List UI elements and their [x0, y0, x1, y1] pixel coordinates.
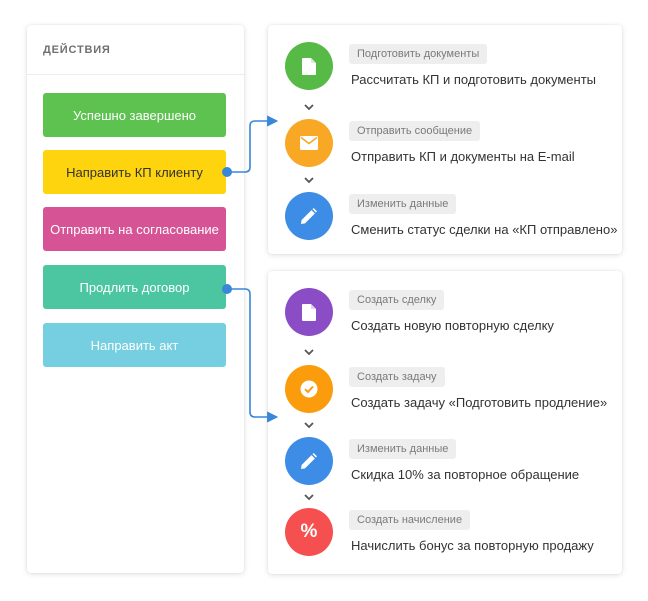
workflow-step: Подготовить документы Рассчитать КП и по… — [268, 42, 622, 102]
step-description: Создать новую повторную сделку — [351, 318, 554, 333]
workflow-panel-offer: Подготовить документы Рассчитать КП и по… — [268, 25, 622, 254]
step-tag[interactable]: Создать начисление — [349, 510, 471, 530]
step-description: Рассчитать КП и подготовить документы — [351, 72, 597, 87]
pencil-icon[interactable] — [285, 192, 333, 240]
chevron-down-icon — [304, 422, 314, 429]
workflow-step: Создать задачу Создать задачу «Подготови… — [268, 365, 622, 425]
step-tag[interactable]: Отправить сообщение — [349, 121, 481, 141]
workflow-step: % Создать начисление Начислить бонус за … — [268, 508, 622, 568]
workflow-step: Создать сделку Создать новую повторную с… — [268, 288, 622, 348]
action-button-send-approval[interactable]: Отправить на согласование — [43, 207, 226, 251]
pencil-icon[interactable] — [285, 437, 333, 485]
step-tag[interactable]: Создать сделку — [349, 290, 445, 310]
workflow-panel-extension: Создать сделку Создать новую повторную с… — [268, 271, 622, 574]
step-description: Сменить статус сделки на «КП отправлено» — [351, 222, 618, 237]
document-icon[interactable] — [285, 288, 333, 336]
action-button-completed[interactable]: Успешно завершено — [43, 93, 226, 137]
workflow-step: Изменить данные Скидка 10% за повторное … — [268, 437, 622, 497]
step-description: Отправить КП и документы на E-mail — [351, 149, 575, 164]
step-tag[interactable]: Подготовить документы — [349, 44, 488, 64]
chevron-down-icon — [304, 349, 314, 356]
step-description: Скидка 10% за повторное обращение — [351, 467, 580, 482]
checkmark-icon[interactable] — [285, 365, 333, 413]
step-description: Начислить бонус за повторную продажу — [351, 538, 594, 553]
step-tag[interactable]: Создать задачу — [349, 367, 445, 387]
chevron-down-icon — [304, 494, 314, 501]
actions-header: ДЕЙСТВИЯ — [27, 25, 244, 75]
action-button-send-offer[interactable]: Направить КП клиенту — [43, 150, 226, 194]
step-tag[interactable]: Изменить данные — [349, 439, 457, 459]
chevron-down-icon — [304, 104, 314, 111]
actions-panel: ДЕЙСТВИЯ Успешно завершено Направить КП … — [27, 25, 244, 573]
action-button-extend-contract[interactable]: Продлить договор — [43, 265, 226, 309]
document-icon[interactable] — [285, 42, 333, 90]
percent-glyph: % — [300, 521, 318, 542]
workflow-step: Отправить сообщение Отправить КП и докум… — [268, 119, 622, 179]
envelope-icon[interactable] — [285, 119, 333, 167]
chevron-down-icon — [304, 177, 314, 184]
step-description: Создать задачу «Подготовить продление» — [351, 395, 608, 410]
action-button-send-act[interactable]: Направить акт — [43, 323, 226, 367]
step-tag[interactable]: Изменить данные — [349, 194, 457, 214]
percent-icon[interactable]: % — [285, 508, 333, 556]
workflow-step: Изменить данные Сменить статус сделки на… — [268, 192, 622, 252]
